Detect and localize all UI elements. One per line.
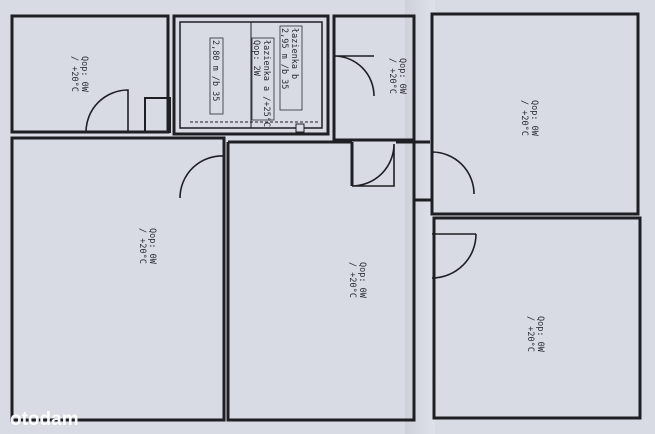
top-right-heat: Qop: 0W [529, 100, 539, 137]
label-top-right: / +20°C Qop: 0W [519, 100, 539, 137]
door-top-right [431, 151, 475, 195]
hall-small-heat: Qop: 0W [397, 58, 407, 95]
hall-small-temp: / +20°C [387, 58, 397, 94]
doors [85, 55, 477, 279]
left-big-temp: / +20°C [137, 228, 147, 264]
bath-b-name: łazienka b [289, 28, 299, 79]
bath-a-heat: Qop: 2W [251, 40, 261, 77]
door-small-hall [333, 55, 375, 97]
walls [10, 12, 642, 422]
wall-top-left-room [10, 14, 170, 134]
door-left-big [179, 155, 225, 199]
label-bath-a: łazienka a /+25°C Qop: 2W [251, 37, 275, 127]
left-big-heat: Qop: 0W [147, 228, 157, 265]
watermark-logo: otodam [10, 409, 79, 430]
bottom-right-temp: / +20°C [525, 316, 535, 352]
center-heat: Qop: 0W [357, 262, 367, 299]
top-left-heat: Qop: 0W [79, 56, 89, 93]
bottom-right-heat: Qop: 0W [535, 316, 545, 353]
wall-bathrooms [172, 14, 330, 136]
label-hall-small: / +20°C Qop: 0W [387, 58, 407, 95]
door-top-left [85, 89, 129, 133]
door-corridor [351, 143, 395, 187]
label-center: / +20°C Qop: 0W [347, 262, 367, 299]
label-bath-a-dims: 2,80 m /b 35 [209, 37, 224, 115]
top-right-temp: / +20°C [519, 100, 529, 136]
wall-small-hall [332, 14, 416, 142]
shaft [144, 97, 171, 133]
wall-top-right-room [430, 12, 640, 216]
label-bottom-right: / +20°C Qop: 0W [525, 316, 545, 353]
wall-center-room [226, 142, 416, 422]
label-bath-b: łazienka b 2,95 m /b 35 [279, 25, 303, 111]
wall-bottom-right-room [432, 216, 642, 420]
bath-a-name: łazienka a /+25°C [261, 40, 271, 127]
top-left-temp: / +20°C [69, 56, 79, 92]
door-bottom-right [431, 233, 477, 279]
label-left-big: / +20°C Qop: 0W [137, 228, 157, 265]
bath-b-dims: 2,95 m /b 35 [279, 28, 289, 89]
center-temp: / +20°C [347, 262, 357, 298]
bath-partitions [190, 22, 318, 133]
wall-left-big-room [10, 136, 226, 422]
bath-a-dims: 2,80 m /b 35 [210, 40, 220, 101]
label-top-left: / +20°C Qop: 0W [69, 56, 89, 93]
paper-fold [405, 0, 435, 434]
